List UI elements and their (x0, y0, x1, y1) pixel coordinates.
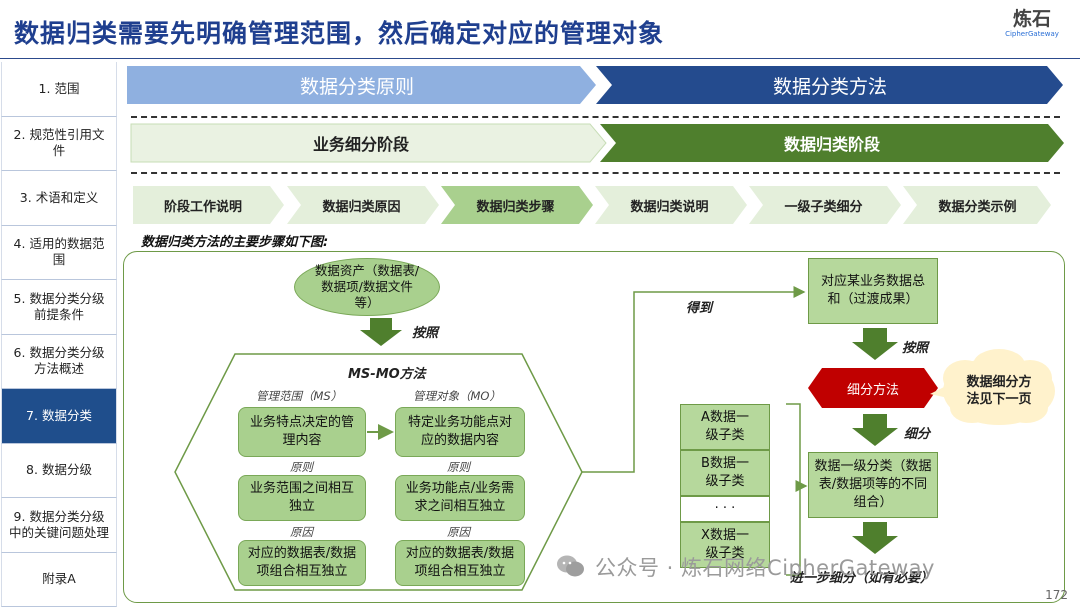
principle-label-right: 原则 (447, 460, 470, 474)
subdivide-label: 细分 (904, 427, 931, 442)
banner-business-segmentation: 业务细分阶段 (312, 135, 409, 154)
management-object-label: 管理对象（MO） (413, 389, 501, 403)
principle-label-left: 原则 (290, 460, 313, 474)
sidebar-item-terms[interactable]: 3. 术语和定义 (1, 171, 117, 226)
reason-right-box: 对应的数据表/数据项组合相互独立 (395, 540, 525, 586)
sidebar-item-normative-references[interactable]: 2. 规范性引用文件 (1, 116, 117, 171)
object-content-text: 特定业务功能点对应的数据内容 (407, 415, 512, 448)
subclass-ellipsis-box: · · · (680, 496, 770, 522)
dashed-separator-bottom (131, 172, 1060, 174)
banner-classification-methods: 数据分类方法 (772, 75, 887, 98)
reason-label-left: 原因 (290, 525, 313, 539)
page-number: 172 (1045, 588, 1068, 602)
sidebar-nav: 1. 范围 2. 规范性引用文件 3. 术语和定义 4. 适用的数据范围 5. … (1, 62, 117, 607)
logo-sub-text: CipherGateway (1005, 30, 1059, 38)
sidebar-item-classification[interactable]: 7. 数据分类 (1, 389, 117, 444)
according-to-label: 按照 (412, 326, 439, 341)
banner-data-categorization: 数据归类阶段 (783, 135, 880, 154)
scope-content-box: 业务特点决定的管理内容 (238, 407, 366, 457)
title-divider (0, 58, 1080, 59)
reason-label-right: 原因 (447, 525, 470, 539)
principle-right-box: 业务功能点/业务需求之间相互独立 (395, 475, 525, 521)
subclass-a-text: A数据一级子类 (701, 410, 749, 443)
business-data-summary-text: 对应某业务数据总和（过渡成果） (820, 274, 925, 307)
business-data-summary-box: 对应某业务数据总和（过渡成果） (808, 258, 938, 324)
sidebar-item-scope[interactable]: 1. 范围 (1, 62, 117, 117)
step-classification-example[interactable]: 数据分类示例 (938, 199, 1017, 215)
principle-left-text: 业务范围之间相互独立 (249, 481, 354, 514)
subclass-b-box: B数据一级子类 (680, 450, 770, 496)
subclass-ellipsis-text: · · · (714, 501, 736, 516)
reason-left-box: 对应的数据表/数据项组合相互独立 (238, 540, 366, 586)
cloud-note: 数据细分方法见下一页 (940, 354, 1058, 428)
scope-content-text: 业务特点决定的管理内容 (249, 415, 354, 448)
step-primary-subclass[interactable]: 一级子类细分 (784, 199, 863, 215)
primary-classification-text: 数据一级分类（数据表/数据项等的不同组合） (814, 459, 932, 510)
sidebar-item-prerequisites[interactable]: 5. 数据分类分级前提条件 (1, 280, 117, 335)
subclass-x-text: X数据一级子类 (701, 528, 749, 561)
cloud-note-text: 数据细分方法见下一页 (966, 375, 1032, 407)
management-scope-label: 管理范围（MS） (256, 389, 343, 403)
wechat-icon (557, 555, 584, 577)
reason-left-text: 对应的数据表/数据项组合相互独立 (247, 546, 357, 579)
brand-logo: 炼石 CipherGateway (1002, 8, 1062, 39)
sidebar-item-grading[interactable]: 8. 数据分级 (1, 443, 117, 498)
reason-right-text: 对应的数据表/数据项组合相互独立 (405, 546, 515, 579)
subdivide-method-hexagon: 细分方法 (846, 382, 899, 398)
step-categorization-reason[interactable]: 数据归类原因 (322, 199, 401, 215)
data-asset-text: 数据资产（数据表/数据项/数据文件等） (314, 263, 420, 310)
cloud-shape (930, 349, 1055, 425)
step-categorization-steps[interactable]: 数据归类步骤 (476, 199, 555, 215)
according-to-label-2: 按照 (902, 341, 929, 356)
primary-classification-box: 数据一级分类（数据表/数据项等的不同组合） (808, 452, 938, 518)
ms-mo-method-title: MS-MO方法 (348, 367, 426, 382)
principle-left-box: 业务范围之间相互独立 (238, 475, 366, 521)
page-title: 数据归类需要先明确管理范围，然后确定对应的管理对象 (14, 19, 665, 48)
step-stage-description[interactable]: 阶段工作说明 (163, 199, 242, 215)
banner-classification-principles: 数据分类原则 (299, 75, 414, 98)
obtain-label: 得到 (686, 301, 713, 316)
data-asset-ellipse: 数据资产（数据表/数据项/数据文件等） (294, 258, 440, 316)
sidebar-item-method-overview[interactable]: 6. 数据分类分级方法概述 (1, 334, 117, 389)
watermark-text: 公众号 · 炼石网络CipherGateway (595, 556, 935, 580)
dashed-separator-top (131, 116, 1060, 118)
steps-subtitle: 数据归类方法的主要步骤如下图: (141, 235, 329, 250)
subclass-x-box: X数据一级子类 (680, 522, 770, 568)
further-subdivide-label: 进一步细分（如有必要） (790, 571, 934, 586)
principle-right-text: 业务功能点/业务需求之间相互独立 (405, 481, 515, 514)
subclass-a-box: A数据一级子类 (680, 404, 770, 450)
sidebar-item-data-range[interactable]: 4. 适用的数据范围 (1, 225, 117, 280)
sidebar-item-appendix-a[interactable]: 附录A (1, 552, 117, 607)
object-content-box: 特定业务功能点对应的数据内容 (395, 407, 525, 457)
sidebar-item-key-issues[interactable]: 9. 数据分类分级中的关键问题处理 (1, 498, 117, 553)
step-categorization-notes[interactable]: 数据归类说明 (630, 199, 709, 215)
logo-main-text: 炼石 (1012, 8, 1051, 30)
subclass-b-text: B数据一级子类 (701, 456, 749, 489)
